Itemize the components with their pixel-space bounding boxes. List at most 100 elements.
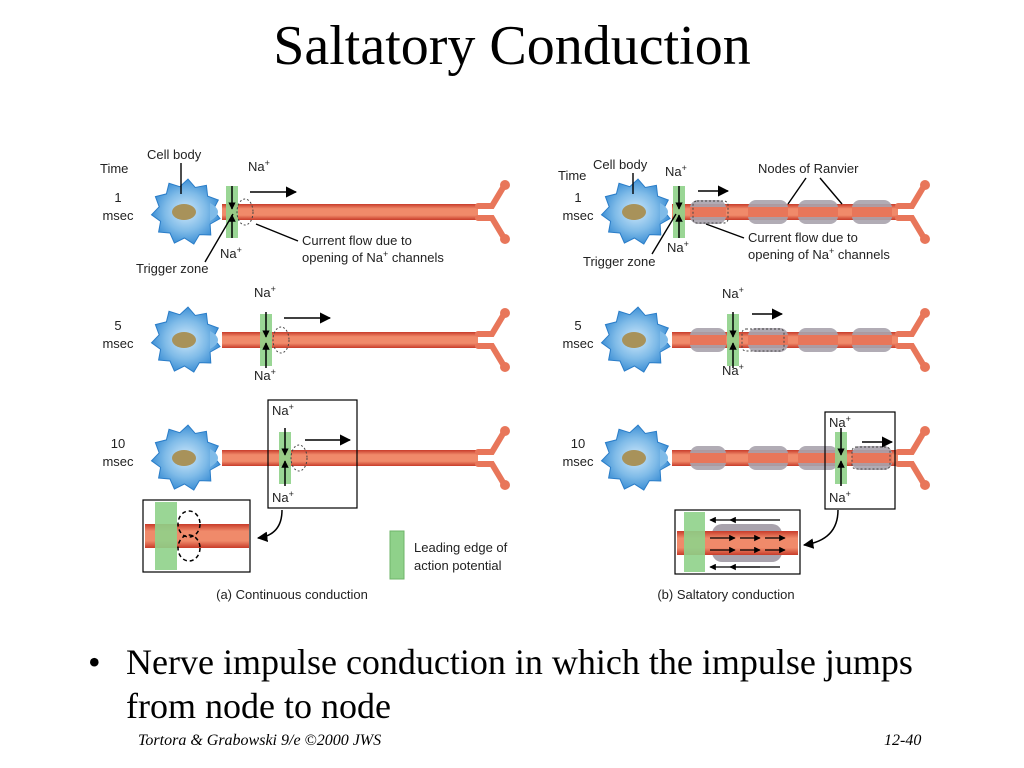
- axon-hillock: [210, 449, 218, 467]
- leader-line: [819, 177, 843, 205]
- axon-terminal-upper: [475, 183, 507, 209]
- axon-terminal-lower: [895, 343, 927, 369]
- axon-segment: [852, 207, 892, 217]
- inset-pointer-arrow: [802, 509, 839, 549]
- nucleus: [622, 332, 646, 348]
- cell-body-label: Cell body: [593, 157, 648, 172]
- axon-terminal-lower: [475, 343, 507, 369]
- time-header: Time: [558, 168, 586, 183]
- axon-hillock: [660, 203, 668, 221]
- time-value: 5: [574, 318, 581, 333]
- axon-segment: [798, 207, 838, 217]
- na-label: Na+: [667, 239, 689, 255]
- axon: [222, 204, 478, 220]
- na-label: Na+: [272, 402, 294, 418]
- inset-pointer-arrow: [256, 509, 283, 543]
- axon-terminal-lower: [895, 461, 927, 487]
- inset-leading-edge: [155, 502, 177, 570]
- axon: [222, 332, 478, 348]
- terminal-bulb: [920, 480, 930, 490]
- current-loop: [741, 328, 785, 352]
- time-unit: msec: [102, 336, 134, 351]
- na-label: Na+: [248, 158, 270, 174]
- na-label: Na+: [829, 414, 851, 430]
- trigger-zone-label: Trigger zone: [583, 254, 656, 269]
- current-loop: [290, 444, 308, 472]
- leader-line: [651, 213, 677, 255]
- axon-terminal-upper: [895, 183, 927, 209]
- na-label: Na+: [254, 284, 276, 300]
- leader-line: [255, 223, 299, 242]
- legend-swatch: [389, 530, 405, 580]
- leading-edge: [727, 314, 739, 366]
- page-number: 12-40: [884, 732, 922, 749]
- axon-terminal-upper: [895, 429, 927, 455]
- time-unit: msec: [102, 454, 134, 469]
- time-unit: msec: [562, 208, 594, 223]
- bullet-text: Nerve impulse conduction in which the im…: [126, 642, 913, 726]
- na-label: Na+: [722, 285, 744, 301]
- axon-hillock: [660, 331, 668, 349]
- axon-terminal-lower: [895, 215, 927, 241]
- zoom-frame: [824, 411, 896, 510]
- nodes-of-ranvier-label: Nodes of Ranvier: [758, 161, 859, 176]
- terminal-bulb: [500, 480, 510, 490]
- axon-segment: [798, 335, 838, 345]
- current-flow-label: opening of Na+ channels: [748, 246, 890, 262]
- footer-citation: Tortora & Grabowski 9/e ©2000 JWS: [138, 732, 382, 749]
- terminal-bulb: [500, 180, 510, 190]
- leading-edge: [835, 432, 847, 484]
- axon-segment: [852, 453, 892, 463]
- legend-label: action potential: [414, 558, 502, 573]
- time-value: 5: [114, 318, 121, 333]
- terminal-bulb: [500, 308, 510, 318]
- nucleus: [172, 204, 196, 220]
- na-label: Na+: [220, 245, 242, 261]
- current-loop: [236, 198, 254, 226]
- leading-edge: [226, 186, 238, 238]
- axon-terminal-upper: [475, 429, 507, 455]
- terminal-bulb: [500, 426, 510, 436]
- na-label: Na+: [272, 489, 294, 505]
- time-unit: msec: [562, 336, 594, 351]
- panel-caption: (a) Continuous conduction: [216, 587, 368, 602]
- current-loop: [692, 200, 729, 224]
- current-flow-label: Current flow due to: [302, 233, 412, 248]
- current-flow-label: Current flow due to: [748, 230, 858, 245]
- terminal-bulb: [500, 234, 510, 244]
- na-label: Na+: [829, 489, 851, 505]
- time-value: 10: [111, 436, 125, 451]
- axon-segment: [748, 207, 788, 217]
- leader-line: [204, 213, 234, 263]
- inset-current-loop: [177, 510, 201, 538]
- terminal-bulb: [500, 362, 510, 372]
- time-header: Time: [100, 161, 128, 176]
- na-label: Na+: [722, 362, 744, 378]
- terminal-bulb: [920, 180, 930, 190]
- axon-segment: [748, 335, 788, 345]
- time-value: 1: [114, 190, 121, 205]
- axon-hillock: [210, 331, 218, 349]
- axon-segment: [748, 453, 788, 463]
- terminal-bulb: [920, 234, 930, 244]
- leading-edge: [260, 314, 272, 366]
- nucleus: [622, 204, 646, 220]
- time-unit: msec: [102, 208, 134, 223]
- leading-edge: [279, 432, 291, 484]
- zoom-frame: [267, 399, 358, 509]
- slide-title: Saltatory Conduction: [273, 15, 751, 77]
- inset-leading-edge: [684, 512, 705, 572]
- axon-segment: [690, 335, 726, 345]
- inset-current-loop: [177, 534, 201, 562]
- nucleus: [622, 450, 646, 466]
- nucleus: [172, 450, 196, 466]
- axon-segment: [852, 335, 892, 345]
- bullet-icon: •: [88, 642, 101, 682]
- time-value: 1: [574, 190, 581, 205]
- terminal-bulb: [920, 426, 930, 436]
- leading-edge: [673, 186, 685, 238]
- trigger-zone-label: Trigger zone: [136, 261, 209, 276]
- time-value: 10: [571, 436, 585, 451]
- axon: [222, 450, 478, 466]
